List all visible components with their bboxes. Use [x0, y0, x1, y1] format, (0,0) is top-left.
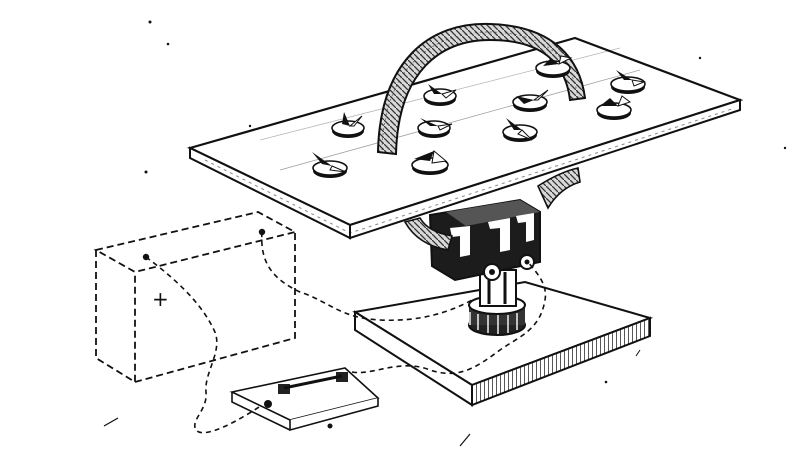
print-specks	[103, 20, 787, 447]
compass-needle	[535, 55, 573, 78]
compass-needle	[596, 95, 632, 120]
battery-plus-label: +	[152, 287, 169, 311]
compass-needles	[312, 55, 646, 178]
switch-key	[229, 367, 380, 432]
lower-coil-right	[536, 167, 581, 210]
compass-needle	[423, 84, 457, 106]
compass-needle	[312, 152, 348, 178]
battery	[93, 211, 298, 384]
pillar-stand	[468, 269, 526, 336]
compass-needle	[411, 150, 449, 175]
compass-needle	[417, 118, 453, 138]
compass-needle	[610, 70, 646, 94]
glass-board	[186, 36, 744, 240]
arched-coil-wire	[376, 22, 587, 156]
compass-needle	[331, 112, 365, 138]
compass-needle	[502, 118, 538, 142]
compass-needle	[512, 89, 549, 112]
electromagnet-block	[428, 198, 541, 282]
lower-coil-left	[403, 217, 454, 251]
